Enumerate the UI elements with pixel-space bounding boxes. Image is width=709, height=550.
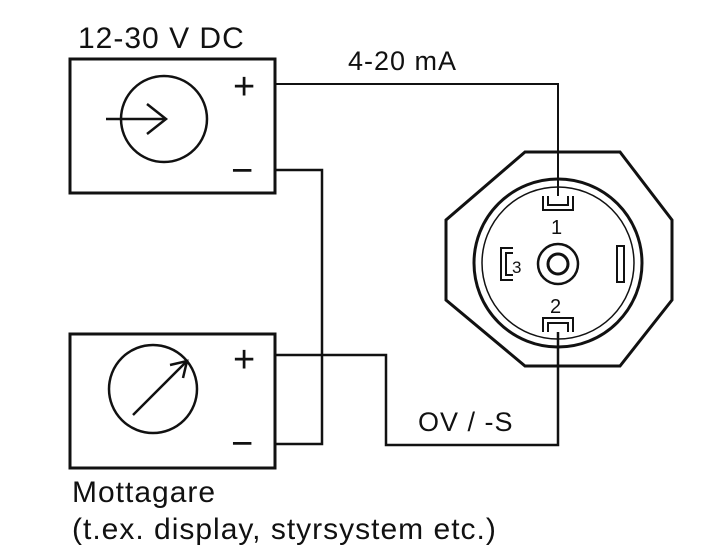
pin-1-label: 1 bbox=[551, 217, 562, 239]
connector-center-pin bbox=[536, 242, 580, 286]
receiver: + − bbox=[68, 332, 277, 470]
meter-gauge-icon bbox=[107, 343, 199, 435]
wire-signal bbox=[275, 83, 559, 196]
power-supply: + − bbox=[68, 57, 277, 195]
return-label: OV / -S bbox=[418, 407, 514, 437]
receiver-caption-line2: (t.ex. display, styrsystem etc.) bbox=[72, 513, 497, 546]
supply-minus-sign: − bbox=[231, 150, 253, 192]
pin-2-contact bbox=[542, 317, 574, 332]
wire-supply-negative bbox=[275, 168, 324, 446]
wires bbox=[275, 83, 560, 447]
current-source-icon bbox=[106, 74, 209, 164]
pin-3-label: 3 bbox=[512, 258, 521, 277]
receiver-box bbox=[68, 332, 277, 470]
receiver-minus-sign: − bbox=[231, 423, 253, 465]
signal-current-label: 4-20 mA bbox=[348, 46, 457, 76]
connector-key bbox=[616, 245, 625, 283]
wire-return bbox=[275, 332, 560, 447]
supply-plus-sign: + bbox=[233, 66, 255, 108]
pin-2-label: 2 bbox=[550, 296, 561, 318]
connector-outer-hex bbox=[444, 150, 674, 368]
pin-1-contact bbox=[542, 196, 574, 211]
pin-3-contact bbox=[500, 247, 513, 281]
receiver-plus-sign: + bbox=[233, 339, 255, 381]
sensor-connector: 1 2 3 bbox=[444, 150, 674, 368]
power-supply-box bbox=[68, 57, 277, 195]
receiver-caption-line1: Mottagare bbox=[72, 476, 216, 509]
supply-voltage-label: 12-30 V DC bbox=[78, 22, 245, 55]
